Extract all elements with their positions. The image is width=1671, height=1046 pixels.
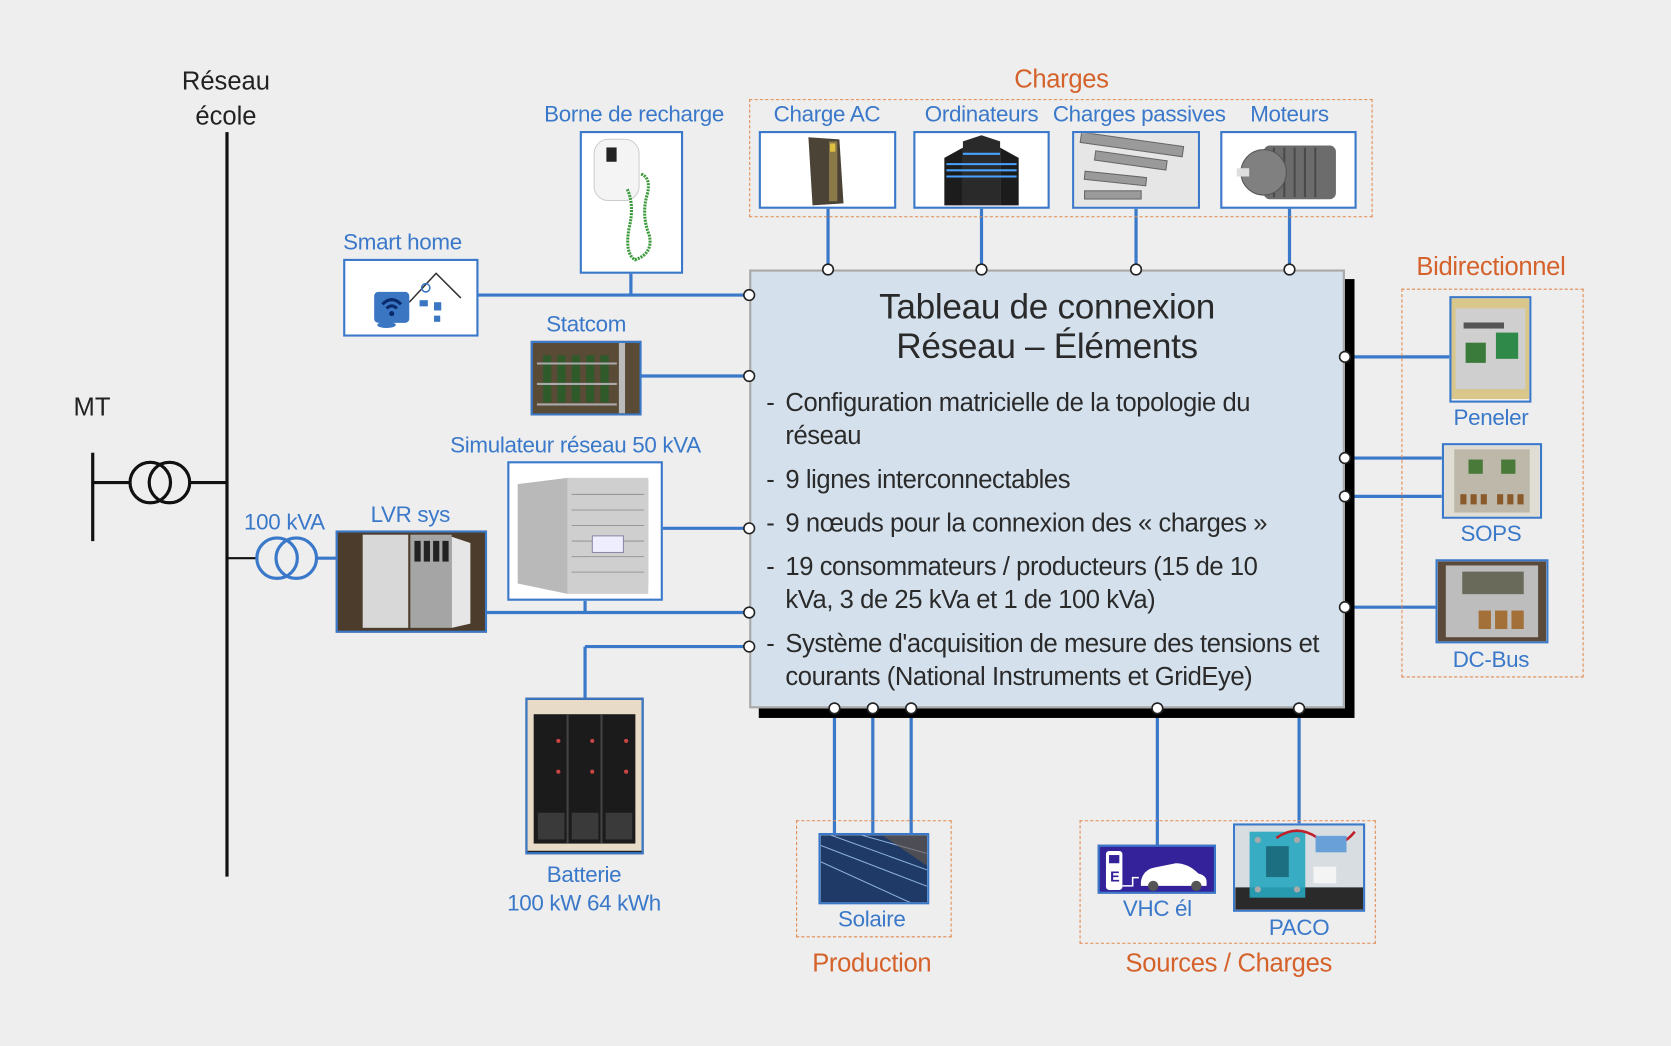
smart-home-label: Smart home [343,230,462,255]
node-simulator [743,522,756,535]
board-feature: Configuration matricielle de la topologi… [766,387,1286,453]
lv-transformer-coil-1 [255,536,299,581]
battery-image[interactable] [525,697,644,855]
ev-image[interactable]: E [1097,844,1216,894]
board-feature: Système d'acquisition de mesure des tens… [766,627,1350,693]
production-group-title: Production [812,949,932,978]
fuel-cell-image[interactable] [1233,823,1366,912]
node-passive [1129,263,1143,276]
grid-simulator-label: Simulateur réseau 50 kVA [450,433,701,459]
bidirectional-group-title: Bidirectionnel [1416,252,1566,282]
connection-board: Tableau de connexion Réseau – Éléments C… [749,269,1345,709]
ev-label: VHC él [1122,896,1192,922]
smart-home-image[interactable] [343,258,479,337]
node-charge-ac [821,263,835,276]
board-title-line1: Tableau de connexion [879,286,1215,326]
node-battery [743,640,756,653]
battery-label-line1: Batterie [546,862,622,888]
ev-charging-icon: E [1099,846,1214,892]
dc-bus-image[interactable] [1435,559,1549,644]
node-paco [1292,702,1306,715]
servers-icon [944,135,1019,206]
ac-load-cabinet-icon [808,137,844,206]
node-lvr [743,606,756,619]
charge-ac-label: Charge AC [773,102,881,127]
statcom-rack-icon [532,342,640,414]
board-feature: 9 lignes interconnectables [766,463,1350,496]
grid-simulator-image[interactable] [507,461,663,601]
node-sops-1 [1338,451,1352,465]
node-dcbus [1338,601,1352,614]
node-motors [1283,263,1296,276]
node-smart-home [743,288,756,302]
charging-station-label: Borne de recharge [544,102,725,127]
sops-cabinet-icon [1444,445,1540,517]
node-statcom [743,369,756,383]
lvr-label: LVR sys [370,502,451,528]
electric-motor-icon [1236,145,1336,200]
sources-charges-group-frame [1079,820,1376,944]
battery-cabinet-icon [527,699,642,851]
smart-home-icon [374,272,462,329]
charges-group-frame [749,99,1373,218]
solar-panel-icon [820,835,928,903]
mt-transformer-coil-1 [128,460,173,505]
lvr-image[interactable] [335,530,488,633]
board-feature: 19 consommateurs / producteurs (15 de 10… [766,551,1297,617]
board-title-line2: Réseau – Éléments [896,325,1198,366]
solar-image[interactable] [818,832,930,905]
charging-station-image[interactable] [579,131,684,274]
node-solar-3 [905,702,918,715]
board-feature: 9 nœuds pour la connexion des « charges … [766,507,1350,540]
passive-loads-image[interactable] [1072,131,1200,209]
grid-simulator-cabinet-icon [517,477,649,594]
sops-image[interactable] [1441,443,1543,519]
node-computers [975,263,988,276]
charge-ac-image[interactable] [758,131,897,209]
charges-group-title: Charges [1014,64,1109,94]
computers-image[interactable] [913,131,1050,209]
motors-label: Moteurs [1250,102,1329,127]
transformer-100kva-label: 100 kVA [244,510,325,535]
peneler-label: Peneler [1453,405,1529,431]
battery-label-line2: 100 kW 64 kWh [507,891,661,917]
charging-station-icon [593,138,652,262]
computers-label: Ordinateurs [924,102,1039,127]
passive-loads-label: Charges passives [1052,102,1226,127]
production-group-frame [796,820,952,938]
peneler-cabinet-icon [1451,298,1530,400]
school-network-label-line1: Réseau [181,67,271,96]
node-peneler [1338,350,1352,363]
solar-label: Solaire [838,907,906,933]
node-ev [1151,702,1164,715]
motors-image[interactable] [1220,131,1357,209]
board-feature-list: Configuration matricielle de la topologi… [766,387,1350,704]
school-network-label-line2: école [195,102,257,132]
battery-label: Batterie 100 kW 64 kWh [507,861,661,919]
ev-sign-letter: E [1110,870,1120,886]
fuel-cell-icon [1235,825,1364,910]
sources-charges-group-title: Sources / Charges [1125,949,1333,978]
node-solar-1 [828,702,841,715]
node-solar-2 [866,702,879,715]
heating-elements-icon [1074,133,1198,207]
school-network-label: Réseau école [182,64,270,134]
mt-label: MT [73,393,111,422]
statcom-image[interactable] [530,340,642,416]
fuel-cell-label: PACO [1268,916,1330,941]
node-sops-2 [1338,490,1352,503]
statcom-label: Statcom [546,312,627,337]
lvr-cabinet-icon [337,532,485,631]
bidirectional-group-frame [1401,288,1584,678]
peneler-image[interactable] [1449,296,1532,403]
sops-label: SOPS [1460,521,1522,547]
board-title: Tableau de connexion Réseau – Éléments [751,287,1342,366]
dc-bus-cabinet-icon [1437,561,1547,642]
dc-bus-label: DC-Bus [1452,647,1530,673]
